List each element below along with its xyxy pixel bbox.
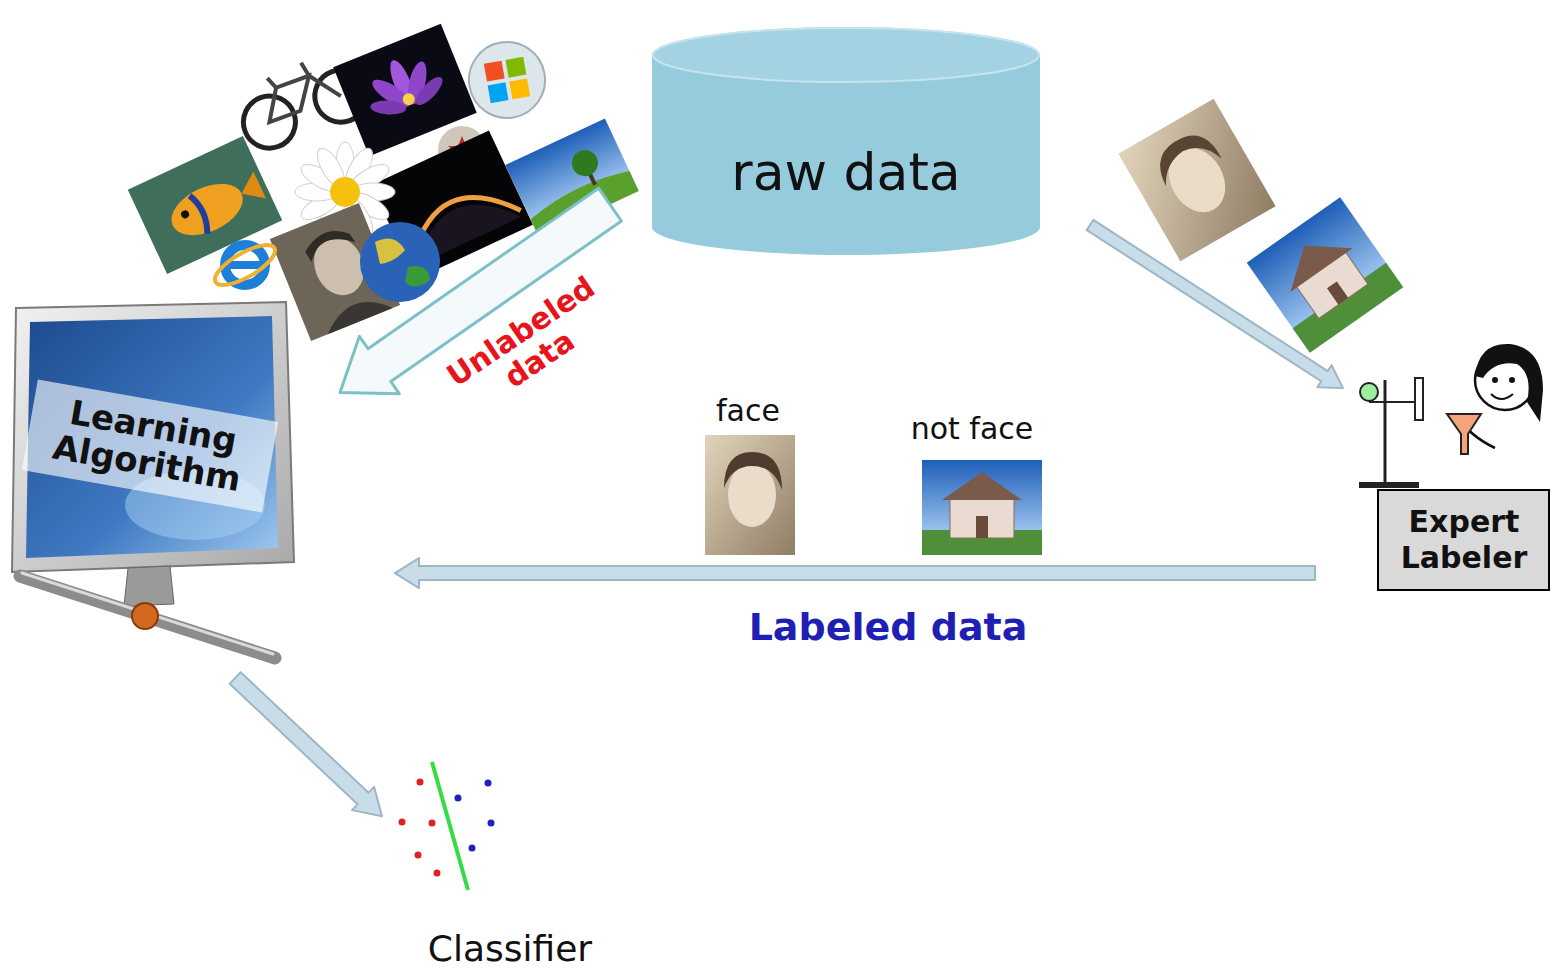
node-text: raw data: [652, 141, 1040, 203]
class-label: face: [688, 394, 808, 427]
photo-frame: [1118, 99, 1275, 261]
funnel: [1447, 414, 1481, 454]
flow-arrow: [395, 558, 1315, 588]
fish-body: [163, 174, 250, 246]
database-cylinder: raw data: [652, 27, 1040, 267]
face-example: [705, 435, 795, 555]
windows-logo: [463, 36, 551, 124]
decision-boundary: [432, 762, 468, 890]
node-text: Expert Labeler: [1378, 504, 1550, 576]
logo-orbit: [210, 238, 281, 293]
door: [1327, 281, 1348, 304]
tube-highlight: [22, 573, 273, 654]
tree-crown: [568, 146, 603, 181]
logo-pane: [484, 61, 505, 82]
class-point: [455, 795, 462, 802]
roof: [1273, 224, 1352, 292]
fish-eye: [180, 209, 191, 220]
classifier-plot: Classifier: [390, 755, 630, 974]
logo-pane: [509, 78, 530, 99]
class-point: [429, 820, 436, 827]
class-label: not face: [872, 412, 1072, 445]
petal: [412, 73, 447, 109]
hair: [724, 452, 782, 490]
logo-disc: [463, 36, 551, 124]
node-outline: [10, 300, 295, 670]
globe-disc: [360, 222, 440, 302]
photo-frame: [705, 435, 795, 555]
shoulders: [321, 292, 392, 334]
person-eye: [1492, 377, 1498, 383]
cylinder-body: [652, 27, 1040, 255]
flower-center: [401, 91, 417, 107]
face: [728, 463, 776, 527]
cylinder-top: [653, 28, 1039, 82]
stand-tube: [20, 576, 275, 658]
continent: [375, 238, 405, 264]
browser-logo: [210, 238, 281, 293]
house-photo: [1247, 197, 1403, 352]
flow-arrow: [230, 672, 382, 816]
stand-base: [1359, 482, 1419, 488]
class-point: [399, 819, 406, 826]
house-wall: [950, 498, 1014, 538]
sky: [1247, 197, 1403, 352]
class-point: [488, 820, 495, 827]
logo-pane: [505, 57, 526, 78]
test-tube: [1415, 378, 1423, 420]
text-band: [22, 380, 278, 513]
person-eye: [1509, 377, 1515, 383]
sky: [922, 460, 1042, 555]
door: [976, 516, 988, 538]
class-point: [485, 780, 492, 787]
fish-tail: [235, 171, 266, 207]
computer-monitor: Learning Algorithm: [10, 300, 295, 670]
bike-frame: [254, 54, 341, 122]
class-point: [469, 845, 476, 852]
flow-arrow: [1087, 220, 1343, 388]
flower-center: [330, 177, 360, 207]
continent: [405, 266, 430, 287]
monitor-screen: [26, 316, 278, 558]
hair: [1149, 125, 1222, 189]
monitor-bezel: [12, 302, 294, 572]
edge-label: Labeled data: [678, 607, 1098, 649]
stand-knob: [132, 603, 158, 629]
class-point: [434, 870, 441, 877]
face-photo: [1118, 99, 1275, 261]
petal: [370, 100, 407, 116]
roof: [942, 472, 1022, 500]
monitor-neck: [124, 566, 174, 606]
flask: [1360, 383, 1378, 401]
hair: [301, 224, 356, 263]
logo-pane: [488, 82, 509, 103]
class-point: [417, 779, 424, 786]
labeler-box: [1378, 490, 1549, 590]
person-mouth: [1491, 394, 1513, 399]
stand-clamp: [1369, 401, 1421, 403]
person-hair: [1475, 344, 1543, 422]
class-point: [415, 852, 422, 859]
node-text: Classifier: [390, 927, 630, 970]
stand-pole: [1384, 380, 1387, 482]
fish-stripe: [190, 194, 212, 234]
globe: [360, 222, 440, 302]
expert-labeler: Expert Labeler: [1355, 318, 1550, 593]
house-example: [922, 460, 1042, 555]
